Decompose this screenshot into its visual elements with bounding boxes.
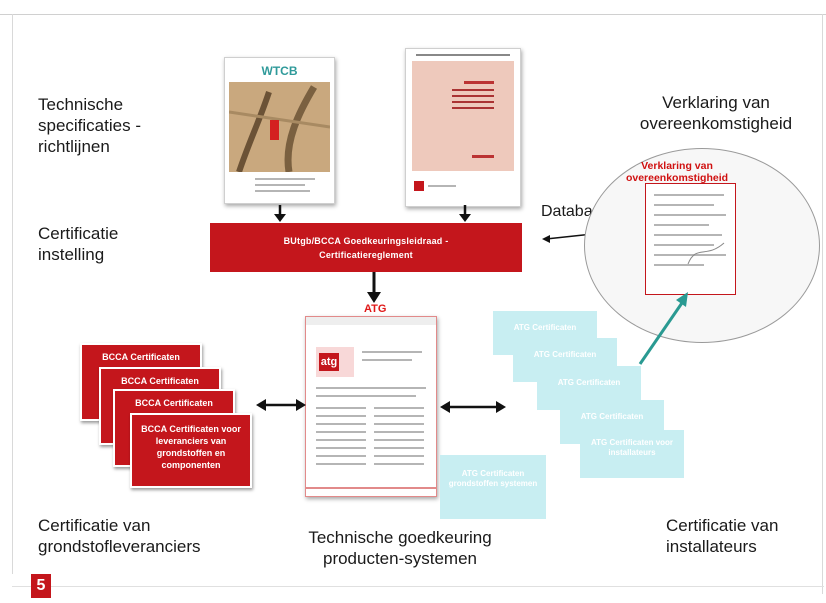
label-technical-specs: Technische specificaties - richtlijnen	[38, 95, 141, 156]
arrow-down-atg	[367, 272, 381, 303]
red-bar-line2: Certificatiereglement	[319, 249, 413, 260]
slide-number: 5	[31, 574, 51, 598]
label-declaration-conformity: Verklaring van overeenkomstigheid	[639, 93, 793, 133]
frame-line-top	[0, 14, 826, 15]
atg-cert-3-heading: ATG Certificaten	[557, 378, 621, 387]
bcca-cert-1-heading: BCCA Certificaten	[102, 352, 180, 362]
arrow-down-guidance	[459, 205, 471, 222]
declaration-doc-title: Verklaring van overeenkomstigheid	[625, 160, 729, 184]
wtcb-cover-photo	[229, 82, 330, 172]
atg-certificate-front: ATG Certificaten voor installateurs	[580, 430, 684, 478]
arrow-atg-installers	[440, 401, 506, 413]
wtcb-title: WTCB	[261, 64, 298, 78]
atg-label: ATG	[364, 303, 387, 315]
atg-cert-4-heading: ATG Certificaten	[580, 412, 644, 421]
arrow-teal-up	[638, 292, 688, 365]
bcca-certificate-front: BCCA Certificaten voor leveranciers van …	[130, 413, 252, 488]
label-cert-installers: Certificatie van installateurs	[666, 516, 779, 556]
red-bar-line1: BUtgb/BCCA Goedkeuringsleidraad -	[283, 235, 449, 246]
frame-line-right	[822, 14, 823, 594]
guidance-document	[405, 48, 521, 207]
frame-line-bottom	[12, 586, 824, 587]
wtcb-document: WTCB	[224, 57, 335, 204]
atg-cert-extra-text: ATG Certificaten grondstoffen systemen	[448, 469, 538, 488]
atg-cert-1-heading: ATG Certificaten	[513, 323, 577, 332]
label-tech-approval: Technische goedkeuring producten-systeme…	[308, 528, 492, 568]
atg-cert-front-text: ATG Certificaten voor installateurs	[590, 438, 674, 457]
approval-guideline-bar: BUtgb/BCCA Goedkeuringsleidraad - Certif…	[210, 223, 522, 272]
bcca-cert-3-heading: BCCA Certificaten	[135, 398, 213, 408]
guidance-cover	[412, 61, 514, 171]
label-cert-institution: Certificatie instelling	[38, 224, 119, 264]
arrow-bcca-atg	[256, 399, 306, 411]
label-cert-raw-suppliers: Certificatie van grondstofleveranciers	[38, 516, 201, 556]
atg-cert-2-heading: ATG Certificaten	[533, 350, 597, 359]
atg-document: atg	[305, 316, 437, 497]
bcca-cert-2-heading: BCCA Certificaten	[121, 376, 199, 386]
atg-certificate-extra: ATG Certificaten grondstoffen systemen	[440, 455, 546, 519]
arrow-down-wtcb	[274, 205, 286, 222]
atg-logo: atg	[319, 353, 339, 371]
frame-line-left	[12, 14, 13, 574]
declaration-document	[645, 183, 736, 295]
bcca-cert-front-text: BCCA Certificaten voor leveranciers van …	[141, 424, 241, 470]
guidance-logo	[414, 181, 424, 191]
